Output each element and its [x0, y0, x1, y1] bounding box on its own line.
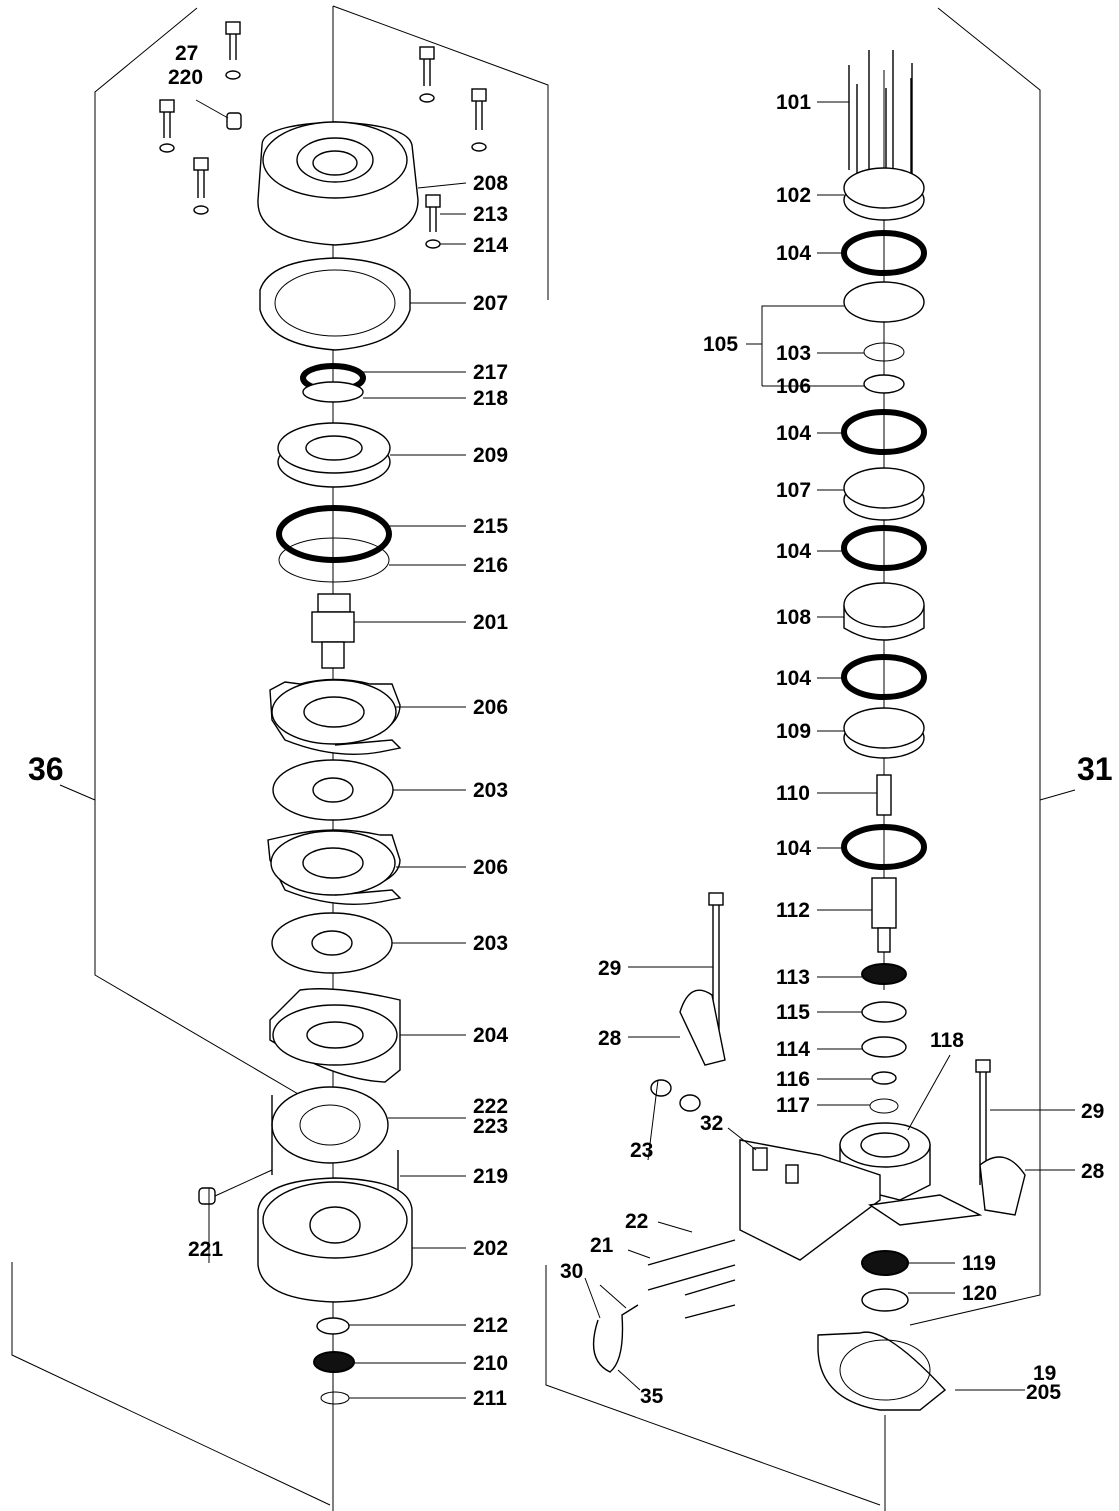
- label-221: 221: [188, 1238, 223, 1261]
- label-107: 107: [776, 479, 811, 502]
- label-29-a: 29: [598, 957, 621, 980]
- label-103: 103: [776, 342, 811, 365]
- label-223: 223: [473, 1115, 508, 1138]
- label-27: 27: [175, 42, 198, 65]
- label-104-d: 104: [776, 667, 811, 690]
- label-113: 113: [776, 966, 810, 989]
- label-202: 202: [473, 1237, 508, 1260]
- label-104-c: 104: [776, 540, 811, 563]
- label-112: 112: [776, 899, 810, 922]
- bolt-part: [419, 46, 435, 103]
- label-120: 120: [962, 1282, 997, 1305]
- label-32: 32: [700, 1112, 723, 1135]
- part-labels: 27 220 208 213 214 207 217 218 209 215 2…: [28, 42, 1113, 1410]
- label-30: 30: [560, 1260, 583, 1283]
- label-204: 204: [473, 1024, 508, 1047]
- label-214: 214: [473, 234, 508, 257]
- label-102: 102: [776, 184, 811, 207]
- label-117: 117: [776, 1094, 810, 1117]
- label-108: 108: [776, 606, 811, 629]
- label-104-a: 104: [776, 242, 811, 265]
- label-21: 21: [590, 1234, 614, 1257]
- label-36: 36: [28, 751, 64, 787]
- bolt-group: [848, 50, 913, 195]
- label-104-e: 104: [776, 837, 811, 860]
- label-106: 106: [776, 375, 811, 398]
- label-23: 23: [630, 1139, 653, 1162]
- label-218: 218: [473, 387, 508, 410]
- label-109: 109: [776, 720, 811, 743]
- label-110: 110: [776, 782, 810, 805]
- label-114: 114: [776, 1038, 810, 1061]
- label-116: 116: [776, 1068, 810, 1091]
- left-assembly: [159, 21, 487, 1405]
- label-205: 205: [1026, 1381, 1061, 1404]
- label-28-a: 28: [598, 1027, 622, 1050]
- label-206-b: 206: [473, 856, 508, 879]
- leader-lines: [59, 99, 1076, 1399]
- label-213: 213: [473, 203, 508, 226]
- bolt-part: [159, 99, 175, 153]
- label-215: 215: [473, 515, 508, 538]
- label-220: 220: [168, 66, 203, 89]
- label-31: 31: [1077, 751, 1113, 787]
- label-210: 210: [473, 1352, 508, 1375]
- label-118: 118: [930, 1029, 964, 1052]
- label-101: 101: [776, 91, 811, 114]
- bolt-part: [225, 21, 241, 80]
- label-206-a: 206: [473, 696, 508, 719]
- label-222: 222: [473, 1095, 508, 1118]
- label-115: 115: [776, 1001, 810, 1024]
- label-212: 212: [473, 1314, 508, 1337]
- label-208: 208: [473, 172, 508, 195]
- label-119: 119: [962, 1252, 996, 1275]
- bolt-part: [193, 157, 209, 215]
- right-assembly: [592, 50, 1026, 1411]
- label-201: 201: [473, 611, 508, 634]
- bolt-part: [425, 194, 441, 249]
- label-19: 19: [1033, 1362, 1056, 1385]
- label-203-b: 203: [473, 932, 508, 955]
- bolt-part: [471, 88, 487, 152]
- label-207: 207: [473, 292, 508, 315]
- label-211: 211: [473, 1387, 507, 1410]
- label-217: 217: [473, 361, 508, 384]
- label-219: 219: [473, 1165, 508, 1188]
- label-35: 35: [640, 1385, 664, 1408]
- label-209: 209: [473, 444, 508, 467]
- label-104-b: 104: [776, 422, 811, 445]
- label-29-b: 29: [1081, 1100, 1104, 1123]
- label-216: 216: [473, 554, 508, 577]
- label-22: 22: [625, 1210, 648, 1233]
- label-203-a: 203: [473, 779, 508, 802]
- label-105: 105: [703, 333, 738, 356]
- label-28-b: 28: [1081, 1160, 1105, 1183]
